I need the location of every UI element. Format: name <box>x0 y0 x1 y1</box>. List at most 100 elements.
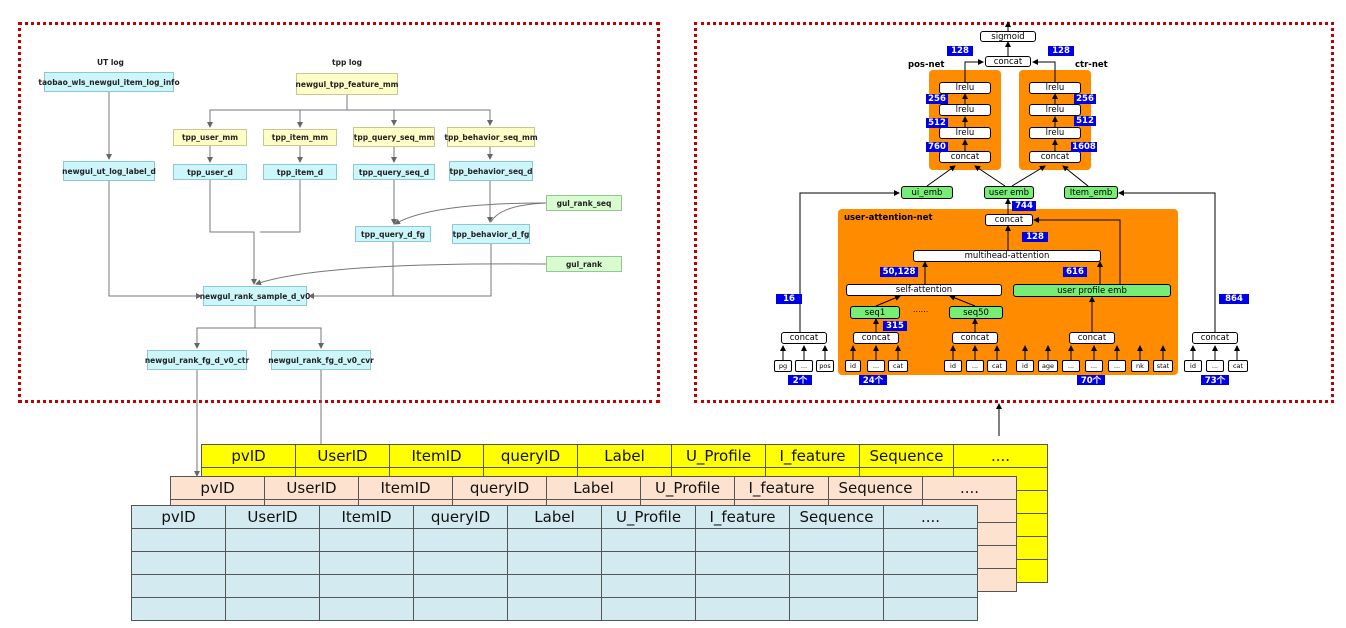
input-ellipsis-seq1: ... <box>867 360 885 372</box>
header-cell: .... <box>922 476 1017 500</box>
table-header-row: pvID UserID ItemID queryID Label U_Profi… <box>131 505 978 529</box>
input-cat-seq1: cat <box>888 360 908 372</box>
header-cell: Label <box>507 505 602 529</box>
input-nk: nk <box>1131 360 1149 372</box>
header-cell: I_feature <box>695 505 790 529</box>
seq50-node: seq50 <box>949 306 1003 319</box>
input-cat-item: cat <box>1228 360 1248 372</box>
header-cell: UserID <box>264 476 359 500</box>
pos-lrelu-3: lrelu <box>939 127 991 139</box>
input-ellipsis-p1: ... <box>1062 360 1080 372</box>
ctr-lrelu-1: lrelu <box>1029 82 1081 94</box>
table-header-row: pvID UserID ItemID queryID Label U_Profi… <box>170 476 1017 500</box>
input-age: age <box>1038 360 1058 372</box>
pos-concat: concat <box>939 151 991 163</box>
header-cell: U_Profile <box>601 505 696 529</box>
header-cell: .... <box>883 505 978 529</box>
input-id-profile: id <box>1016 360 1034 372</box>
pos-lrelu-2: lrelu <box>939 104 991 116</box>
concat-pg-group: concat <box>781 332 827 344</box>
dim-760-pos: 760 <box>926 142 948 152</box>
header-cell: ItemID <box>319 505 414 529</box>
node-rank-sample: newgul_rank_sample_d_v0 <box>200 286 310 306</box>
top-concat-node: concat <box>985 56 1031 67</box>
input-ellipsis-item: ... <box>1206 360 1224 372</box>
table-row <box>131 528 978 552</box>
ctr-concat: concat <box>1029 151 1081 163</box>
node-tpp-item-d: tpp_item_d <box>263 164 337 180</box>
node-taobao-info: taobao_wls_newgul_item_log_info <box>38 72 180 92</box>
header-cell: pvID <box>131 505 226 529</box>
dim-128-left: 128 <box>947 46 973 56</box>
dim-315: 315 <box>883 321 907 331</box>
ui-emb-node: ui_emb <box>901 186 953 199</box>
user-emb-node: user emb <box>984 186 1034 199</box>
header-cell: ItemID <box>389 444 484 468</box>
header-cell: ItemID <box>358 476 453 500</box>
concat-item-group: concat <box>1192 332 1238 344</box>
header-cell: Label <box>577 444 672 468</box>
node-tpp-behavior-d-fg: tpp_behavior_d_fg <box>452 224 530 244</box>
header-cell: U_Profile <box>640 476 735 500</box>
table-header-row: pvID UserID ItemID queryID Label U_Profi… <box>201 444 1048 468</box>
input-ellipsis-seq50: ... <box>966 360 984 372</box>
input-stat: stat <box>1153 360 1173 372</box>
input-cat-seq50: cat <box>987 360 1007 372</box>
input-ellipsis-1: ... <box>795 360 813 372</box>
user-profile-emb-node: user profile emb <box>1013 284 1171 297</box>
ctr-lrelu-2: lrelu <box>1029 104 1081 116</box>
node-gul-rank-seq: gul_rank_seq <box>546 195 622 211</box>
dim-128-attention: 128 <box>1022 232 1048 242</box>
dim-256-ctr: 256 <box>1074 94 1096 104</box>
ctr-lrelu-3: lrelu <box>1029 127 1081 139</box>
header-cell: queryID <box>452 476 547 500</box>
input-id-seq50: id <box>944 360 962 372</box>
concat-profile-group: concat <box>1069 332 1115 344</box>
pos-lrelu-1: lrelu <box>939 82 991 94</box>
node-fg-cvr: newgul_rank_fg_d_v0_cvr <box>268 350 374 370</box>
multihead-attention-node: multihead-attention <box>913 250 1101 262</box>
header-cell: U_Profile <box>671 444 766 468</box>
node-tpp-item-mm: tpp_item_mm <box>263 129 337 146</box>
pos-net-label: pos-net <box>908 60 945 70</box>
node-tpp-query-d-fg: tpp_query_d_fg <box>355 226 431 242</box>
right-model-panel <box>694 22 1334 403</box>
header-cell: Sequence <box>789 505 884 529</box>
concat-seq1-group: concat <box>853 332 899 344</box>
node-tpp-behavior-seq-mm: tpp_behavior_seq_mm <box>444 127 538 147</box>
header-cell: UserID <box>225 505 320 529</box>
self-attention-node: self-attention <box>846 284 1002 296</box>
header-cell: UserID <box>295 444 390 468</box>
count-70: 70个 <box>1077 375 1105 386</box>
attention-concat-node: concat <box>985 214 1033 226</box>
sigmoid-node: sigmoid <box>980 31 1036 42</box>
count-24: 24个 <box>859 375 887 386</box>
tpp-log-label: tpp log <box>332 58 363 67</box>
node-ut-log-label: newgul_ut_log_label_d <box>62 161 156 181</box>
header-cell: Label <box>546 476 641 500</box>
count-2: 2个 <box>788 375 812 386</box>
header-cell: Sequence <box>859 444 954 468</box>
left-pipeline-panel <box>18 22 660 403</box>
node-tpp-query-seq-d: tpp_query_seq_d <box>353 164 435 180</box>
header-cell: I_feature <box>734 476 829 500</box>
header-cell: I_feature <box>765 444 860 468</box>
dim-16: 16 <box>776 294 802 304</box>
user-attention-net-label: user-attention-net <box>844 213 933 223</box>
dim-50-128: 50,128 <box>880 267 918 277</box>
dim-512-pos: 512 <box>926 118 948 128</box>
node-tpp-user-d: tpp_user_d <box>173 164 247 180</box>
header-cell: .... <box>953 444 1048 468</box>
dim-128-right: 128 <box>1048 46 1074 56</box>
input-pos: pos <box>816 360 834 372</box>
ut-log-label: UT log <box>97 58 124 67</box>
node-tpp-behavior-seq-d: tpp_behavior_seq_d <box>449 161 533 181</box>
table-row <box>131 574 978 598</box>
seq1-node: seq1 <box>850 306 900 319</box>
header-cell: pvID <box>201 444 296 468</box>
node-tpp-feature: newgul_tpp_feature_mm <box>296 73 398 95</box>
header-cell: Sequence <box>828 476 923 500</box>
input-id-item: id <box>1184 360 1202 372</box>
